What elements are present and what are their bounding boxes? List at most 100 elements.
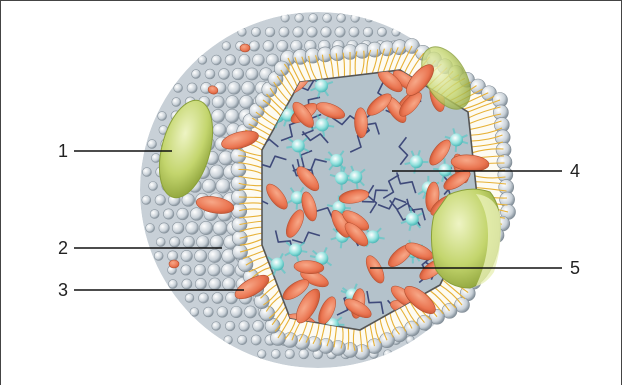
phospholipid-head — [222, 42, 231, 51]
phospholipid-head — [172, 98, 181, 107]
cholesteryl-ester — [406, 213, 419, 226]
phospholipid-head — [181, 265, 191, 275]
phospholipid-head — [377, 27, 386, 36]
cholesteryl-ester — [315, 79, 328, 92]
phospholipid-head — [337, 14, 346, 23]
cholesteryl-ester — [289, 243, 302, 256]
phospholipid-head — [159, 223, 169, 233]
phospholipid-head — [231, 306, 242, 317]
phospholipid-head — [181, 250, 192, 261]
phospholipid-head — [309, 14, 318, 23]
cholesterol — [240, 44, 250, 52]
phospholipid-head — [186, 222, 199, 235]
phospholipid-head — [174, 84, 183, 93]
phospholipid-head — [150, 210, 159, 219]
phospholipid-head — [209, 278, 221, 290]
phospholipid-head — [277, 40, 288, 51]
phospholipid-head — [351, 14, 360, 23]
phospholipid-head — [238, 28, 247, 37]
phospholipid-head — [210, 235, 223, 248]
phospholipid-head — [212, 292, 223, 303]
phospholipid-head — [323, 14, 332, 23]
label-4: 4 — [570, 162, 580, 180]
phospholipid-head — [271, 349, 280, 358]
phospholipid-head — [212, 109, 225, 122]
label-1: 1 — [58, 142, 68, 160]
phospholipid-head — [183, 236, 195, 248]
phospholipid-head — [170, 237, 180, 247]
phospholipid-head — [212, 322, 221, 331]
phospholipid-head — [242, 81, 255, 94]
phospholipid-head — [199, 221, 212, 234]
cholesteryl-ester — [316, 118, 329, 131]
phospholipid-head — [349, 27, 359, 37]
phospholipid-head — [172, 222, 184, 234]
phospholipid-head — [219, 69, 230, 80]
cholesteryl-ester — [271, 258, 284, 271]
cholesteryl-ester — [450, 133, 463, 146]
phospholipid-head — [406, 336, 414, 344]
phospholipid-head — [187, 83, 197, 93]
phospholipid-head — [225, 321, 235, 331]
phospholipid-head — [177, 208, 189, 220]
phospholipid-head — [156, 238, 165, 247]
phospholipid-head — [384, 350, 393, 359]
phospholipid-head — [149, 182, 158, 191]
cholesteryl-ester — [335, 172, 348, 185]
phospholipid-head — [142, 196, 151, 205]
phospholipid-head — [210, 165, 224, 179]
phospholipid-head — [190, 208, 203, 221]
phospholipid-head — [142, 168, 151, 177]
phospholipid-head — [253, 54, 265, 66]
phospholipid-head — [155, 195, 165, 205]
phospholipid-head — [321, 27, 331, 37]
phospholipid-head — [154, 252, 163, 261]
phospholipid-head — [224, 336, 233, 345]
phospholipid-head — [239, 54, 250, 65]
phospholipid-head — [205, 69, 215, 79]
phospholipid-head — [185, 294, 194, 303]
phospholipid-head — [163, 209, 173, 219]
phospholipid-head — [148, 140, 157, 149]
phospholipid-head — [251, 335, 261, 345]
cholesteryl-ester — [439, 164, 452, 177]
phospholipid-head — [249, 41, 259, 51]
phospholipid-head — [251, 27, 260, 36]
phospholipid-head — [299, 349, 309, 359]
phospholipid-head — [198, 293, 208, 303]
phospholipid-head — [182, 279, 192, 289]
phospholipid-head — [226, 96, 239, 109]
phospholipid-head — [293, 27, 303, 37]
phospholipid-head — [197, 236, 210, 249]
phospholipid-head — [258, 350, 267, 359]
cholesterol — [169, 260, 179, 268]
phospholipid-head — [246, 68, 258, 80]
phospholipid-head — [237, 335, 246, 344]
phospholipid-head — [253, 320, 264, 331]
phospholipid-head — [228, 82, 241, 95]
phospholipid-head — [263, 41, 274, 52]
phospholipid-head — [281, 14, 289, 22]
label-2: 2 — [58, 239, 68, 257]
phospholipid-head — [279, 27, 289, 37]
phospholipid-head — [265, 27, 275, 37]
phospholipid-head — [168, 280, 177, 289]
phospholipid-head — [168, 251, 178, 261]
phospholipid-head — [335, 27, 345, 37]
phospholipid-head — [203, 307, 213, 317]
phospholipid-head — [213, 123, 226, 136]
label-3: 3 — [58, 281, 68, 299]
phospholipid-head — [192, 70, 201, 79]
cholesteryl-ester — [410, 155, 423, 168]
phospholipid-head — [225, 55, 236, 66]
label-5: 5 — [570, 259, 580, 277]
phospholipid-head — [222, 278, 235, 291]
phospholipid-head — [208, 264, 220, 276]
phospholipid-head — [217, 307, 228, 318]
phospholipid-head — [295, 14, 304, 23]
phospholipid-head — [198, 56, 207, 65]
phospholipid-head — [212, 55, 222, 65]
phospholipid-head — [158, 112, 167, 121]
phospholipid-head — [190, 308, 199, 317]
phospholipid-head — [285, 349, 294, 358]
